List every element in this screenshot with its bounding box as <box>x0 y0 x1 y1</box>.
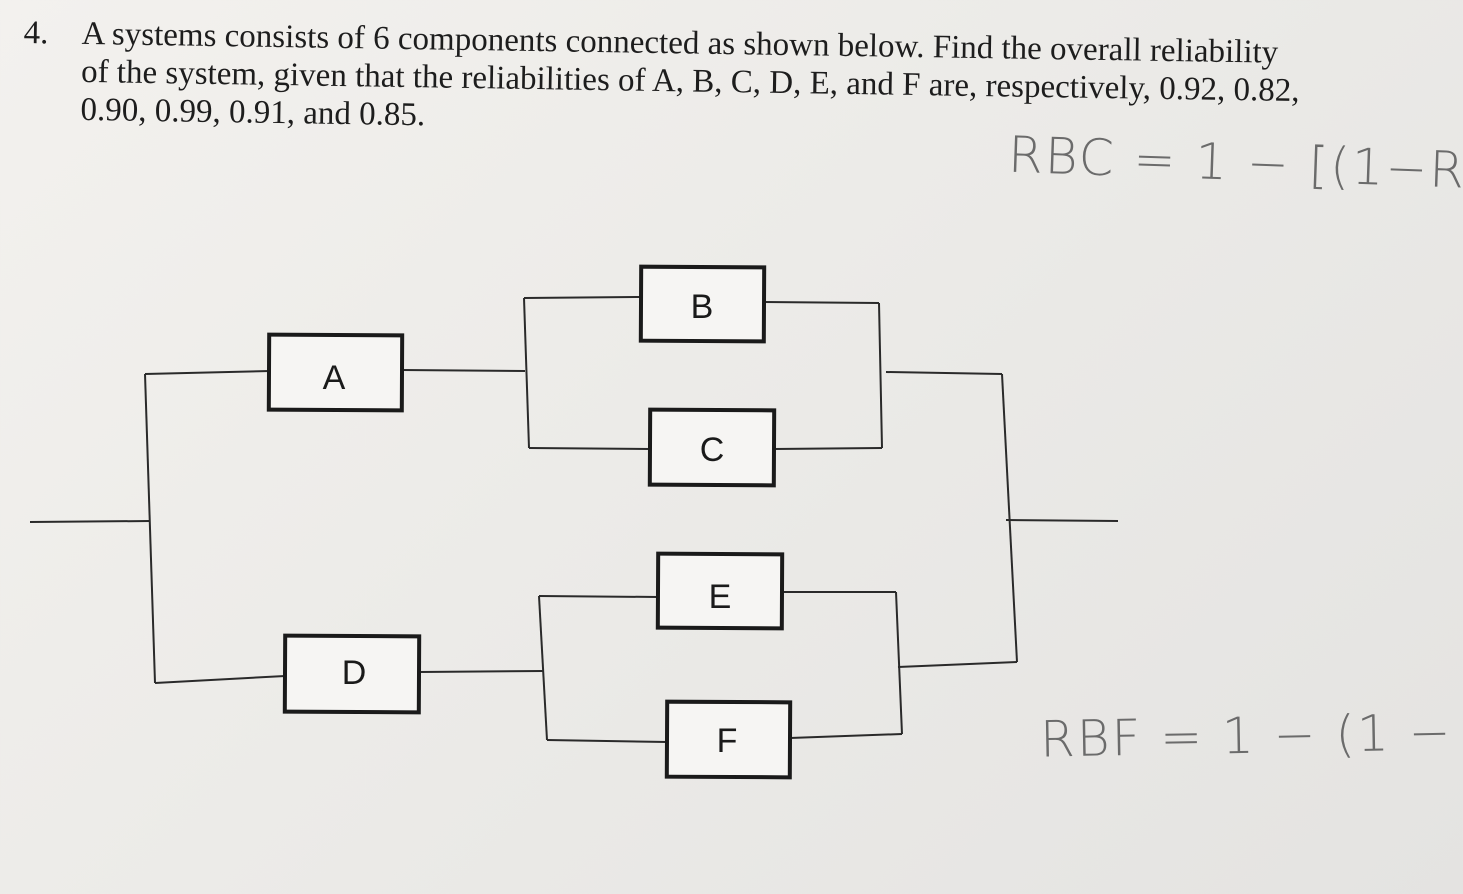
component-f: F <box>664 699 793 780</box>
wire-to-b <box>523 296 642 299</box>
wire-d-to-ef <box>419 670 544 673</box>
component-a-label: A <box>323 359 346 397</box>
ef-split-wire <box>538 595 548 741</box>
wire-from-b <box>763 301 880 304</box>
output-merge-wire <box>1001 373 1018 663</box>
wire-a-to-bc <box>401 369 526 372</box>
wire-from-f <box>789 733 903 739</box>
wire-to-d <box>154 675 286 684</box>
component-d-label: D <box>342 654 367 692</box>
component-b: B <box>638 264 767 344</box>
bc-merge-wire <box>878 302 883 449</box>
input-wire <box>29 520 151 523</box>
output-wire <box>1005 519 1119 522</box>
component-e: E <box>655 551 785 631</box>
wire-ef-to-output <box>897 661 1018 668</box>
handwritten-formula-ef: RBF = 1 − (1 − RE) (1− <box>1039 699 1463 769</box>
wire-from-c <box>773 447 883 450</box>
wire-to-f <box>546 739 668 743</box>
component-c-label: C <box>700 431 725 469</box>
bc-split-wire <box>523 297 530 449</box>
wire-to-a <box>144 370 271 375</box>
component-d: D <box>282 633 422 715</box>
component-f-label: F <box>717 722 738 760</box>
component-b-label: B <box>691 288 714 326</box>
component-c: C <box>647 407 777 488</box>
wire-to-e <box>538 595 659 598</box>
component-e-label: E <box>709 578 732 616</box>
ef-merge-wire <box>895 591 903 735</box>
wire-bc-to-output <box>885 371 1003 375</box>
input-split-wire <box>144 373 156 684</box>
wire-to-c <box>528 447 651 450</box>
component-a: A <box>266 332 405 413</box>
